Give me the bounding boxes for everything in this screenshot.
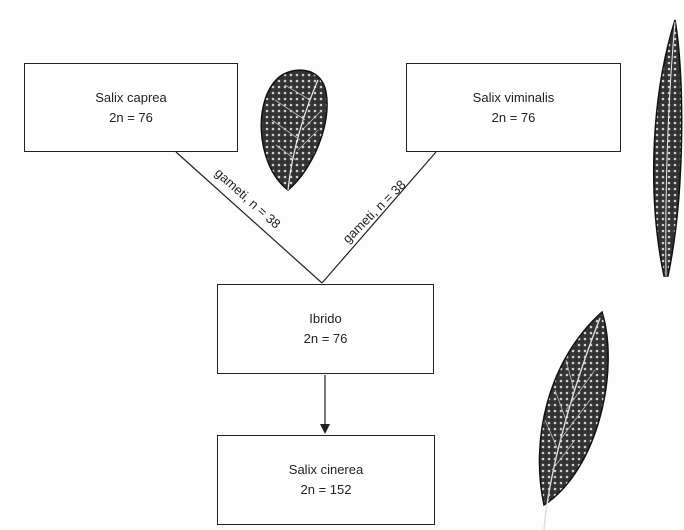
salix-cinerea-chromosomes: 2n = 152	[301, 480, 352, 500]
right-gametes-label: gameti, n = 38	[340, 177, 409, 246]
left-gametes-label: gameti, n = 38	[212, 165, 284, 231]
salix-cinerea-name: Salix cinerea	[289, 460, 363, 480]
salix-viminalis-box: Salix viminalis 2n = 76	[406, 63, 621, 152]
salix-viminalis-name: Salix viminalis	[473, 88, 555, 108]
salix-viminalis-chromosomes: 2n = 76	[492, 108, 536, 128]
salix-viminalis-leaf-icon	[654, 20, 682, 276]
salix-caprea-chromosomes: 2n = 76	[109, 108, 153, 128]
down-arrow-icon	[320, 424, 330, 434]
hybrid-name: Ibrido	[309, 309, 342, 329]
salix-caprea-name: Salix caprea	[95, 88, 167, 108]
hybrid-box: Ibrido 2n = 76	[217, 284, 434, 374]
right-parent-connector	[322, 152, 436, 283]
salix-caprea-leaf-icon	[261, 70, 327, 190]
salix-cinerea-box: Salix cinerea 2n = 152	[217, 435, 435, 525]
salix-caprea-box: Salix caprea 2n = 76	[24, 63, 238, 152]
salix-cinerea-leaf-icon	[539, 312, 608, 530]
hybrid-chromosomes: 2n = 76	[304, 329, 348, 349]
